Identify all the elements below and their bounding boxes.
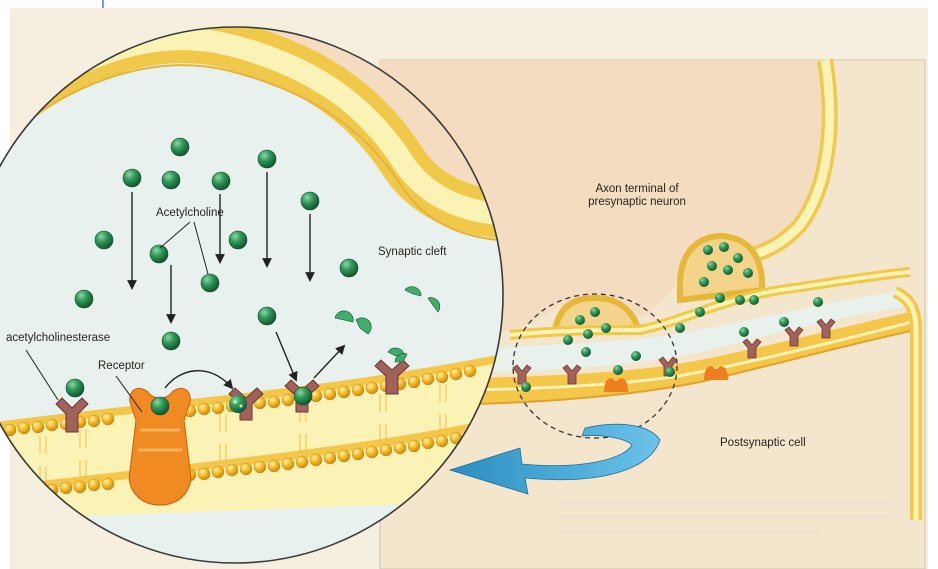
label-acetylcholine: Acetylcholine — [156, 207, 224, 220]
label-acetylcholinesterase: acetylcholinesterase — [6, 332, 110, 345]
label-axon-terminal-line1: Axon terminal of — [572, 183, 702, 196]
label-axon-terminal-line2: presynaptic neuron — [572, 196, 702, 209]
label-synaptic-cleft: Synaptic cleft — [378, 246, 446, 259]
label-postsynaptic-cell: Postsynaptic cell — [720, 437, 806, 450]
label-receptor: Receptor — [98, 360, 145, 373]
label-axon-terminal: Axon terminal of presynaptic neuron — [572, 183, 702, 209]
